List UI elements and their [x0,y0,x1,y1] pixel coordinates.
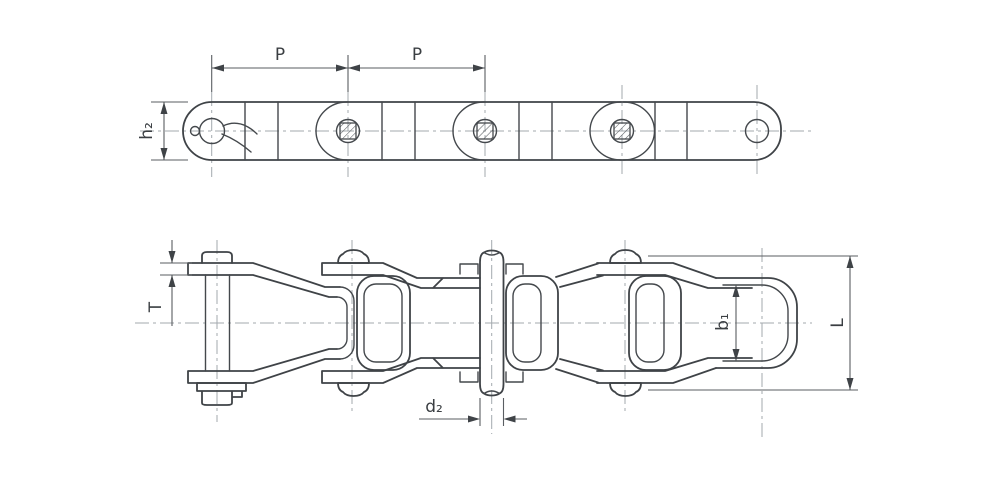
pin-section-hatch [476,122,494,140]
dimension-plate-height: h₂ [137,102,168,160]
cotter-pin-prongs [221,122,258,153]
plan-view-centerlines [135,240,812,440]
thickness-label: T [146,301,166,313]
dimension-plate-thickness: T [146,240,192,326]
chain-strip-outline [182,101,782,161]
socket-inner-contours [363,283,665,363]
height-label: h₂ [137,122,157,140]
bushing-barrel [479,249,505,397]
dimension-inner-width: b₁ [713,285,740,361]
thickness-dimension-lines [160,240,192,326]
bush-dimension-lines [419,398,527,426]
pin-section-hatch [339,122,357,140]
pin-circle [335,118,361,144]
dimension-pitch: P P [212,45,485,72]
pin-circle [472,118,498,144]
pin-section-hatch [613,122,631,140]
socket-contours [356,275,682,371]
pin-dome-heads [337,249,642,397]
height-dimension-arrows [160,102,168,160]
overall-width-dimension-lines [648,255,858,391]
side-view: P P h₂ [137,45,812,177]
bush-dimension-arrows [468,415,516,423]
pin-collars [459,263,524,383]
overall-width-label: L [828,318,848,328]
side-view-extension-lines [151,55,486,161]
barrel-dome-inner [483,251,501,395]
pitch-dimension-arrows [212,64,485,72]
connecting-pin-head [201,251,233,264]
pitch-label-2: P [412,45,422,65]
inner-width-label: b₁ [713,313,733,331]
end-link-inner-contour [722,284,789,362]
neck-tip-contour [336,286,355,360]
cotter-pin-icon [189,117,258,153]
connecting-pin-cotter [196,382,247,406]
end-link-contour [715,277,798,369]
pitch-label-1: P [275,45,285,65]
plate-end-arcs [315,101,656,161]
dimension-bush-diameter: d₂ [419,397,527,426]
thickness-dimension-arrows [168,251,176,287]
side-view-centerlines [140,85,812,177]
end-hole-circle [744,118,770,144]
cotter-pin-ring [189,125,201,137]
connecting-pin [196,251,247,406]
connecting-pin-shank [204,274,231,372]
bush-diameter-label: d₂ [425,397,443,417]
dimension-overall-width: L [648,255,858,391]
barrel-body [479,249,505,397]
pin-circle [609,118,635,144]
plan-view: T d₂ b₁ L [135,240,858,440]
